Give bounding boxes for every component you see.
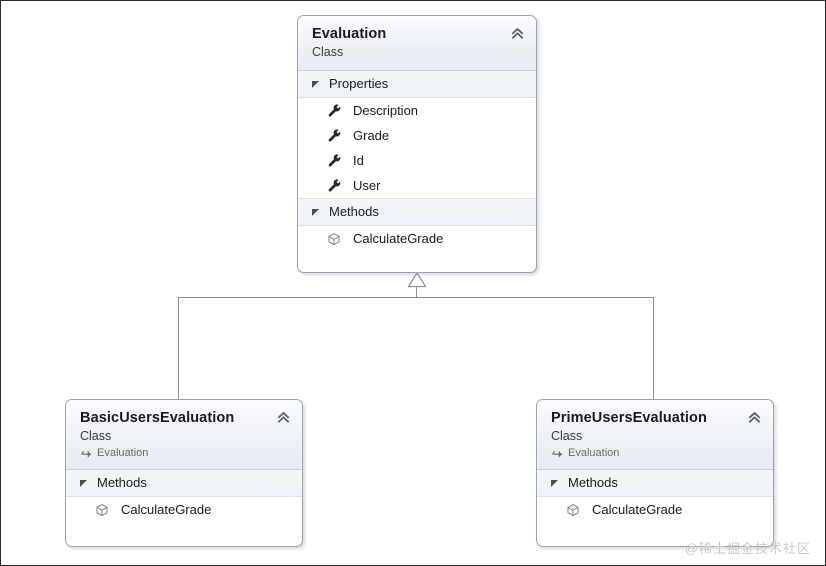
property-wrench-icon	[326, 128, 342, 144]
method-cube-icon	[94, 502, 110, 518]
member-label: User	[353, 178, 381, 193]
member-label: Grade	[353, 128, 390, 143]
section-title: Methods	[568, 475, 618, 490]
member-row[interactable]: CalculateGrade	[537, 497, 773, 522]
base-class-reference: Evaluation	[551, 446, 761, 460]
triangle-expanded-icon[interactable]	[550, 479, 559, 488]
member-label: Description	[353, 103, 419, 118]
triangle-expanded-icon[interactable]	[311, 80, 320, 89]
member-label: CalculateGrade	[353, 231, 444, 246]
class-name: BasicUsersEvaluation	[80, 410, 235, 426]
inheritance-arrow-icon	[551, 447, 564, 460]
member-row[interactable]: CalculateGrade	[298, 226, 536, 251]
class-body-basic-users-evaluation: Methods CalculateGrade	[66, 470, 302, 522]
property-wrench-icon	[326, 178, 342, 194]
section-title: Methods	[329, 204, 379, 219]
class-header-evaluation: Evaluation Class	[298, 16, 536, 71]
property-wrench-icon	[326, 153, 342, 169]
class-stereotype: Class	[312, 45, 344, 59]
triangle-expanded-icon[interactable]	[311, 208, 320, 217]
connector-drop-right	[653, 297, 654, 399]
member-label: Id	[353, 153, 364, 168]
class-body-prime-users-evaluation: Methods CalculateGrade	[537, 470, 773, 522]
connector-trunk-vertical	[416, 286, 417, 298]
member-row[interactable]: Id	[298, 148, 536, 173]
class-box-basic-users-evaluation[interactable]: BasicUsersEvaluation Class Evaluation	[65, 399, 303, 547]
class-name: Evaluation	[312, 26, 387, 42]
class-name: PrimeUsersEvaluation	[551, 410, 707, 426]
class-header-basic-users-evaluation: BasicUsersEvaluation Class Evaluation	[66, 400, 302, 470]
method-cube-icon	[565, 502, 581, 518]
generalization-arrow-evaluation	[406, 271, 428, 288]
member-row[interactable]: User	[298, 173, 536, 198]
class-header-prime-users-evaluation: PrimeUsersEvaluation Class Evaluation	[537, 400, 773, 470]
member-row[interactable]: Grade	[298, 123, 536, 148]
section-header-methods[interactable]: Methods	[537, 470, 773, 497]
member-label: CalculateGrade	[592, 502, 683, 517]
class-body-evaluation: Properties Description Grade	[298, 71, 536, 251]
property-wrench-icon	[326, 103, 342, 119]
connector-horizontal-bus	[178, 297, 654, 298]
connector-drop-left	[178, 297, 179, 399]
member-label: CalculateGrade	[121, 502, 212, 517]
section-header-methods[interactable]: Methods	[66, 470, 302, 497]
section-title: Properties	[329, 76, 389, 91]
method-cube-icon	[326, 231, 342, 247]
base-class-name: Evaluation	[97, 447, 149, 459]
member-row[interactable]: CalculateGrade	[66, 497, 302, 522]
watermark: @稀土掘金技术社区	[684, 541, 811, 556]
member-row[interactable]: Description	[298, 98, 536, 123]
chevron-double-up-icon[interactable]	[274, 408, 292, 426]
base-class-name: Evaluation	[568, 447, 620, 459]
class-box-prime-users-evaluation[interactable]: PrimeUsersEvaluation Class Evaluation	[536, 399, 774, 547]
section-header-methods[interactable]: Methods	[298, 198, 536, 226]
chevron-double-up-icon[interactable]	[745, 408, 763, 426]
base-class-reference: Evaluation	[80, 446, 290, 460]
chevron-double-up-icon[interactable]	[508, 24, 526, 42]
section-header-properties[interactable]: Properties	[298, 71, 536, 98]
class-stereotype: Class	[80, 429, 112, 443]
class-stereotype: Class	[551, 429, 583, 443]
inheritance-arrow-icon	[80, 447, 93, 460]
triangle-expanded-icon[interactable]	[79, 479, 88, 488]
class-box-evaluation[interactable]: Evaluation Class Properties	[297, 15, 537, 273]
section-title: Methods	[97, 475, 147, 490]
